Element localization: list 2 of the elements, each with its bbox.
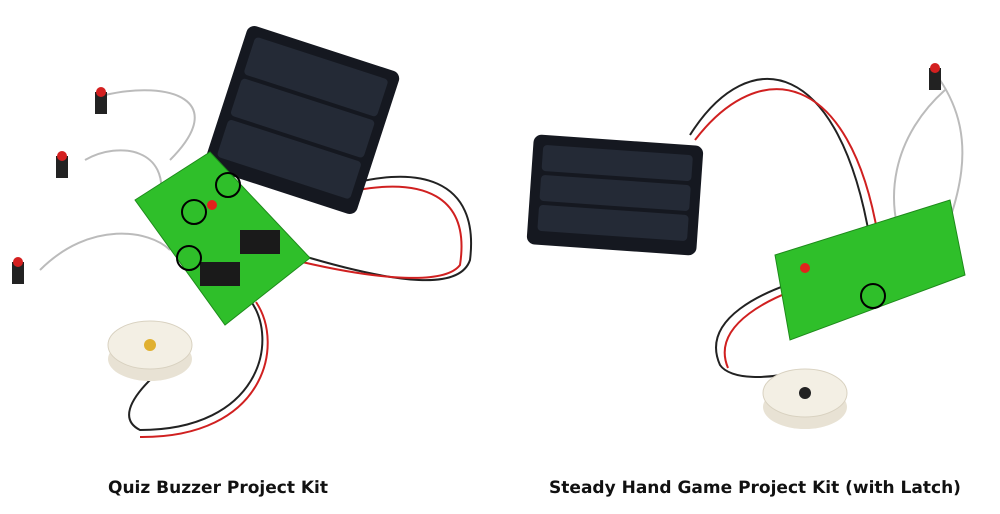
kit-caption: Quiz Buzzer Project Kit	[108, 478, 328, 498]
kit-caption: Steady Hand Game Project Kit (with Latch)	[549, 478, 961, 498]
